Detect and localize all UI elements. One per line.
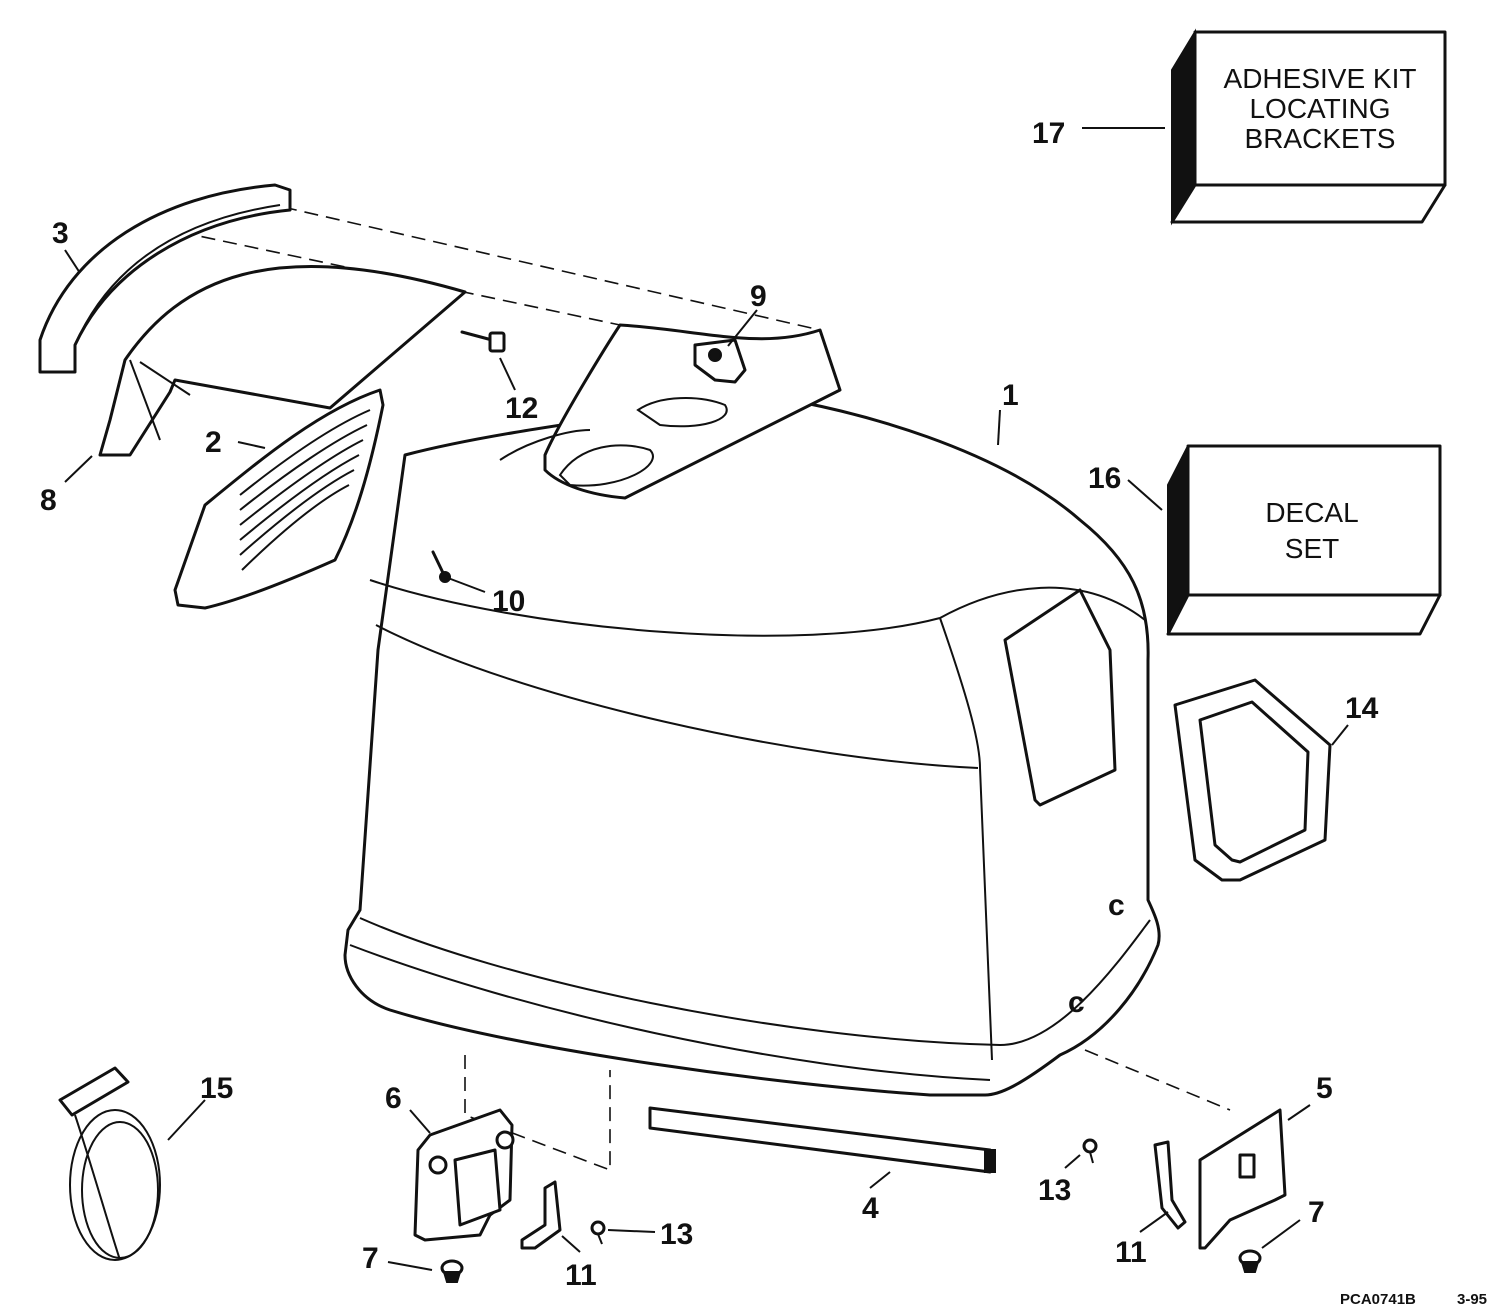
callout-13-left: 13 [660,1218,693,1251]
callout-7-right: 7 [1308,1196,1325,1229]
side-vent-grille [173,388,385,610]
rear-grip [38,183,292,374]
lanyard-cord [58,1066,161,1261]
leader-lines [64,127,1349,1271]
locating-bracket-left [520,1180,562,1250]
screw-13-left [590,1220,606,1245]
svg-text:c: c [1108,889,1125,922]
screw-13-right [1082,1138,1098,1164]
right-latch-bracket [1198,1108,1287,1250]
callout-6: 6 [385,1082,402,1115]
screw-12 [460,330,506,353]
rear-cover-bracket [98,265,467,457]
callout-16: 16 [1088,462,1121,495]
callout-11-left: 11 [565,1259,597,1292]
callout-2: 2 [205,426,222,459]
locating-bracket-right [1153,1140,1187,1230]
adhesive-kit-line-1: ADHESIVE KIT [1224,63,1417,94]
callout-4: 4 [862,1192,879,1225]
callout-12: 12 [505,392,538,425]
callout-15: 15 [200,1072,233,1105]
callout-8: 8 [40,484,57,517]
revision-date: 3-95 [1457,1291,1487,1308]
drawing-id: PCA0741B [1340,1291,1416,1308]
decal-set-line-1: DECAL [1265,497,1358,528]
callout-13-right: 13 [1038,1174,1071,1207]
callout-10: 10 [492,585,525,618]
callout-14: 14 [1345,692,1379,725]
seal-strip [648,1106,996,1174]
grommet-right [1238,1249,1262,1273]
callout-11-right: 11 [1115,1236,1147,1269]
decal-set-box: DECAL SET [1166,444,1442,636]
callout-7-left: 7 [362,1242,379,1275]
engine-cover: c c [343,323,1161,1097]
callout-3: 3 [52,217,69,250]
grommet-left [440,1259,464,1283]
callout-1: 1 [1002,379,1019,412]
callout-numbers: 1 2 3 4 5 6 7 7 8 9 10 11 11 12 13 13 14… [40,117,1379,1292]
callout-5: 5 [1316,1072,1333,1105]
lock-plate [693,338,747,384]
window-seal [1173,678,1332,882]
adhesive-kit-box: ADHESIVE KIT LOCATING BRACKETS [1170,28,1447,226]
left-latch-bracket [413,1108,515,1242]
callout-17: 17 [1032,117,1065,150]
decal-set-line-2: SET [1285,533,1339,564]
screw-10 [431,550,451,583]
svg-text:c: c [1068,986,1085,1019]
adhesive-kit-line-3: BRACKETS [1245,123,1396,154]
adhesive-kit-line-2: LOCATING [1249,93,1390,124]
callout-9: 9 [750,280,767,313]
